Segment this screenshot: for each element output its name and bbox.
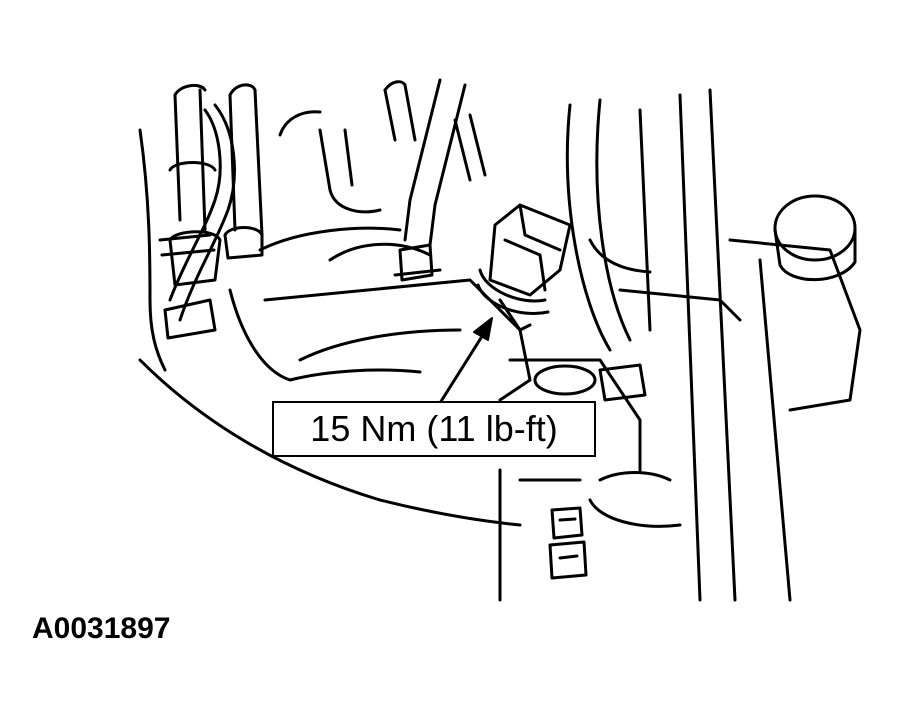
figure-id-label: A0031897 [32,612,171,645]
left-pipes [158,83,264,340]
torque-spec-callout: 15 Nm (11 lb-ft) [272,401,596,457]
right-pipes [565,88,862,602]
leader-arrow-icon [438,317,493,405]
sensor-connector-icon [476,203,572,332]
lower-casting [498,358,682,602]
upper-hoses [278,78,487,282]
engine-block-outline [138,128,532,527]
cap-knob [773,194,857,282]
torque-spec-label: 15 Nm (11 lb-ft) [310,408,558,449]
bolt-stack [548,506,588,580]
